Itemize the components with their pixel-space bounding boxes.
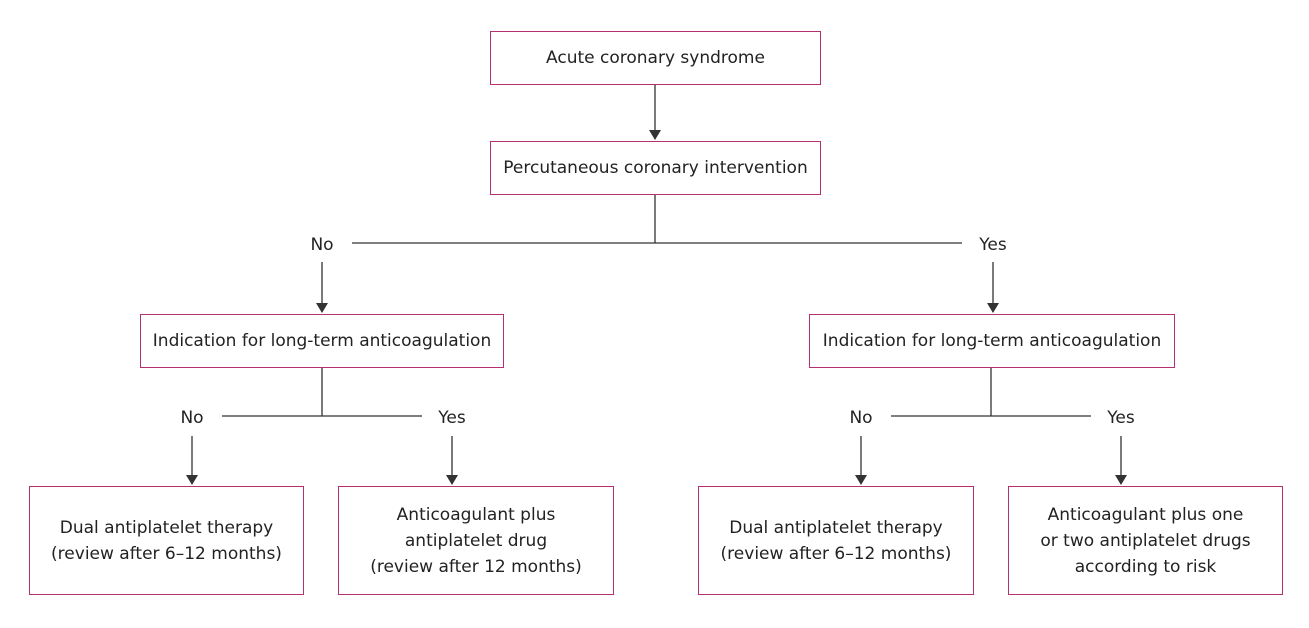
node-outcome-4-label: Anticoagulant plus one or two antiplatel… (1040, 504, 1251, 577)
node-pci-label: Percutaneous coronary intervention (503, 158, 808, 178)
node-indication-anticoagulation-pci: Indication for long-term anticoagulation (809, 314, 1175, 368)
branch-label-left-no: No (162, 408, 222, 428)
node-outcome-3-label: Dual antiplatelet therapy (review after … (720, 517, 952, 564)
branch-label-pci-yes: Yes (963, 235, 1023, 255)
node-outcome-dual-antiplatelet-pci: Dual antiplatelet therapy (review after … (698, 486, 974, 595)
node-outcome-1-label: Dual antiplatelet therapy (review after … (51, 517, 282, 564)
node-indication-anticoagulation-no-pci: Indication for long-term anticoagulation (140, 314, 504, 368)
node-acute-coronary-syndrome-label: Acute coronary syndrome (546, 48, 765, 68)
node-acute-coronary-syndrome: Acute coronary syndrome (490, 31, 821, 85)
node-outcome-2-label: Anticoagulant plus antiplatelet drug (re… (370, 504, 582, 577)
branch-label-right-yes: Yes (1091, 408, 1151, 428)
node-outcome-dual-antiplatelet-no-pci: Dual antiplatelet therapy (review after … (29, 486, 304, 595)
branch-label-right-no: No (831, 408, 891, 428)
branch-label-left-yes: Yes (422, 408, 482, 428)
branch-label-pci-no: No (292, 235, 352, 255)
node-outcome-anticoagulant-plus-antiplatelet: Anticoagulant plus antiplatelet drug (re… (338, 486, 614, 595)
node-outcome-anticoagulant-plus-one-or-two: Anticoagulant plus one or two antiplatel… (1008, 486, 1283, 595)
node-percutaneous-coronary-intervention: Percutaneous coronary intervention (490, 141, 821, 195)
node-indication-right-label: Indication for long-term anticoagulation (822, 331, 1162, 351)
node-indication-left-label: Indication for long-term anticoagulation (152, 331, 492, 351)
